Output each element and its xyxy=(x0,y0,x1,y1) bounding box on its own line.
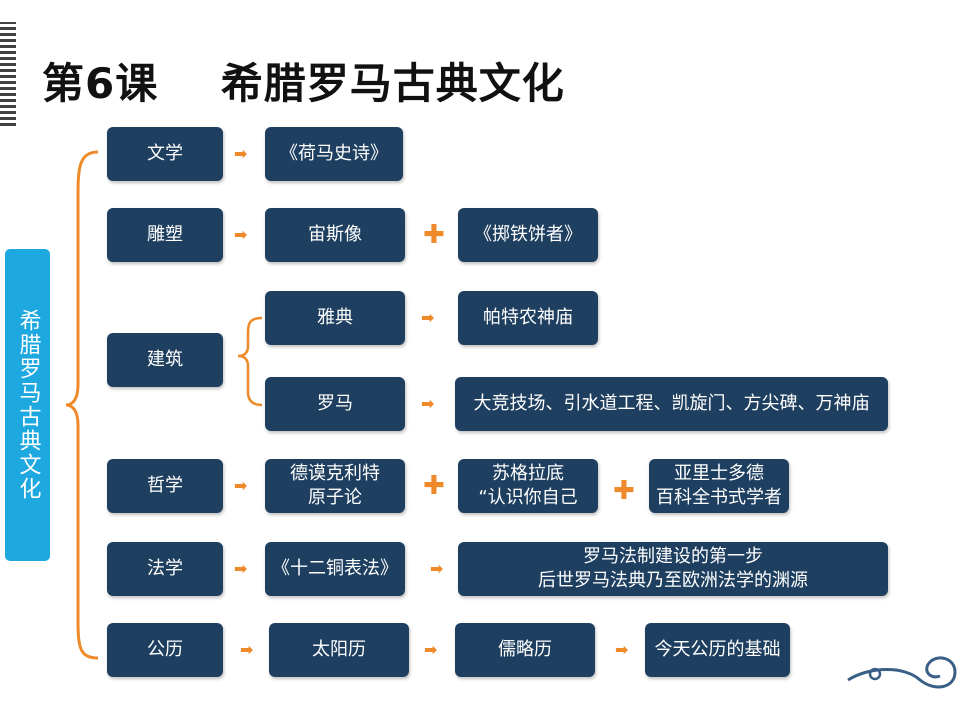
main-brace xyxy=(65,150,99,660)
philosophy-democritus: 德谟克利特 原子论 xyxy=(265,459,405,513)
category-law: 法学 xyxy=(107,542,223,596)
arrow-icon: ➡ xyxy=(234,144,248,163)
calendar-gregorian-basis: 今天公历的基础 xyxy=(645,623,790,677)
sculpture-zeus: 宙斯像 xyxy=(265,208,405,262)
arrow-icon: ➡ xyxy=(421,394,435,413)
category-calendar: 公历 xyxy=(107,623,223,677)
law-roman-legacy: 罗马法制建设的第一步 后世罗马法典乃至欧洲法学的渊源 xyxy=(458,542,888,596)
arrow-icon: ➡ xyxy=(234,559,248,578)
arrow-icon: ➡ xyxy=(234,225,248,244)
arrow-icon: ➡ xyxy=(421,308,435,327)
philosophy-socrates: 苏格拉底 “认识你自己 xyxy=(458,459,598,513)
sculpture-discobolus: 《掷铁饼者》 xyxy=(458,208,598,262)
law-twelve-tables: 《十二铜表法》 xyxy=(265,542,405,596)
plus-icon: ✚ xyxy=(613,476,635,506)
arrow-icon: ➡ xyxy=(234,476,248,495)
architecture-rome: 罗马 xyxy=(265,377,405,431)
arrow-icon: ➡ xyxy=(615,640,629,659)
calendar-julian: 儒略历 xyxy=(455,623,595,677)
scroll-ornament xyxy=(847,656,957,689)
architecture-brace xyxy=(237,316,263,407)
literature-homer: 《荷马史诗》 xyxy=(265,127,403,181)
arrow-icon: ➡ xyxy=(240,640,254,659)
category-sculpture: 雕塑 xyxy=(107,208,223,262)
calendar-solar: 太阳历 xyxy=(269,623,409,677)
arrow-icon: ➡ xyxy=(430,559,444,578)
category-architecture: 建筑 xyxy=(107,333,223,387)
page-title: 第6课 希腊罗马古典文化 xyxy=(42,59,565,108)
category-philosophy: 哲学 xyxy=(107,459,223,513)
arrow-icon: ➡ xyxy=(424,640,438,659)
side-label: 希腊罗马古典文化 xyxy=(5,249,50,561)
architecture-athens: 雅典 xyxy=(265,291,405,345)
plus-icon: ✚ xyxy=(423,471,445,501)
philosophy-aristotle: 亚里士多德 百科全书式学者 xyxy=(649,459,789,513)
scroll-ornament-dot xyxy=(868,667,882,681)
architecture-parthenon: 帕特农神庙 xyxy=(458,291,598,345)
qr-code-fragment xyxy=(0,22,16,126)
architecture-rome-buildings: 大竞技场、引水道工程、凯旋门、方尖碑、万神庙 xyxy=(455,377,888,431)
category-literature: 文学 xyxy=(107,127,223,181)
plus-icon: ✚ xyxy=(423,220,445,250)
